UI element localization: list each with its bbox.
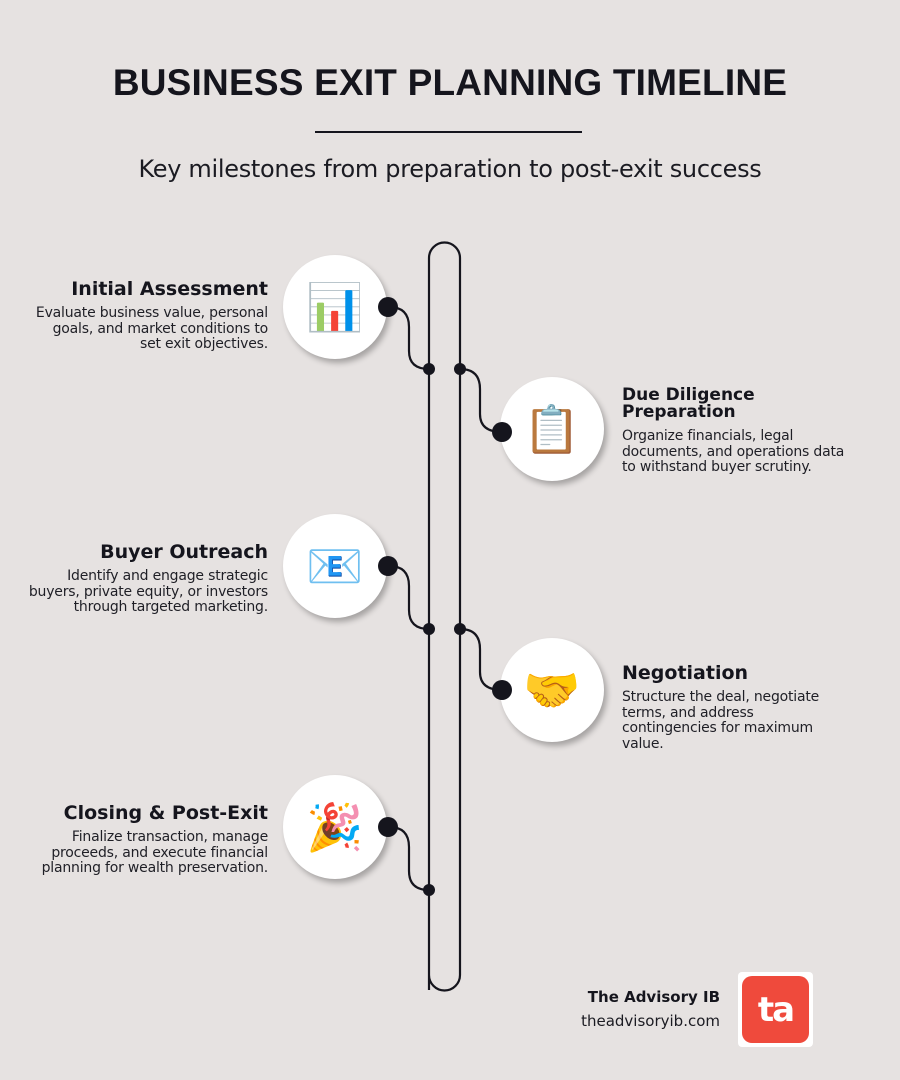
milestone-icon-circle: 📧 xyxy=(283,514,387,618)
milestone-icon-circle: 🎉 xyxy=(283,775,387,879)
milestone-icon-circle: 🤝 xyxy=(500,638,604,742)
bar-chart-icon: 📊 xyxy=(306,279,364,334)
milestone-description: Organize financials, legal documents, an… xyxy=(622,428,845,475)
milestone-initial-assessment: Initial Assessment Evaluate business val… xyxy=(28,280,268,353)
junction-dot xyxy=(423,623,435,635)
milestone-title: Due Diligence Preparation xyxy=(622,385,755,422)
milestone-title: Initial Assessment xyxy=(71,278,268,300)
milestone-description: Structure the deal, negotiate terms, and… xyxy=(622,689,820,752)
milestone-negotiation: Negotiation Structure the deal, negotiat… xyxy=(622,664,852,752)
junction-dot xyxy=(454,623,466,635)
junction-dot xyxy=(423,884,435,896)
milestone-buyer-outreach: Buyer Outreach Identify and engage strat… xyxy=(28,543,268,616)
milestone-title: Negotiation xyxy=(622,662,749,684)
page-subtitle: Key milestones from preparation to post-… xyxy=(138,155,762,183)
junction-dot xyxy=(423,363,435,375)
milestone-icon-circle: 📋 xyxy=(500,377,604,481)
milestone-description: Evaluate business value, personal goals,… xyxy=(35,305,268,352)
clipboard-icon: 📋 xyxy=(523,401,581,456)
milestone-title: Buyer Outreach xyxy=(100,541,268,563)
email-envelope-icon: 📧 xyxy=(306,538,364,593)
brand-url[interactable]: theadvisoryib.com xyxy=(581,1012,720,1030)
milestone-closing-post-exit: Closing & Post-Exit Finalize transaction… xyxy=(28,802,269,877)
milestone-due-diligence: Due Diligence Preparation Organize finan… xyxy=(622,387,852,476)
milestone-title: Closing & Post-Exit xyxy=(63,802,268,824)
party-popper-icon: 🎉 xyxy=(306,799,364,854)
page-title: BUSINESS EXIT PLANNING TIMELINE xyxy=(112,62,788,103)
milestone-icon-circle: 📊 xyxy=(283,255,387,359)
junction-dot xyxy=(454,363,466,375)
handshake-icon: 🤝 xyxy=(523,662,581,717)
brand-logo-icon: ta xyxy=(742,976,809,1043)
milestone-description: Finalize transaction, manage proceeds, a… xyxy=(41,829,269,876)
title-divider xyxy=(315,131,582,133)
brand-name: The Advisory IB xyxy=(587,988,720,1006)
brand-logo-frame: ta xyxy=(738,972,813,1047)
milestone-description: Identify and engage strategic buyers, pr… xyxy=(28,568,268,615)
